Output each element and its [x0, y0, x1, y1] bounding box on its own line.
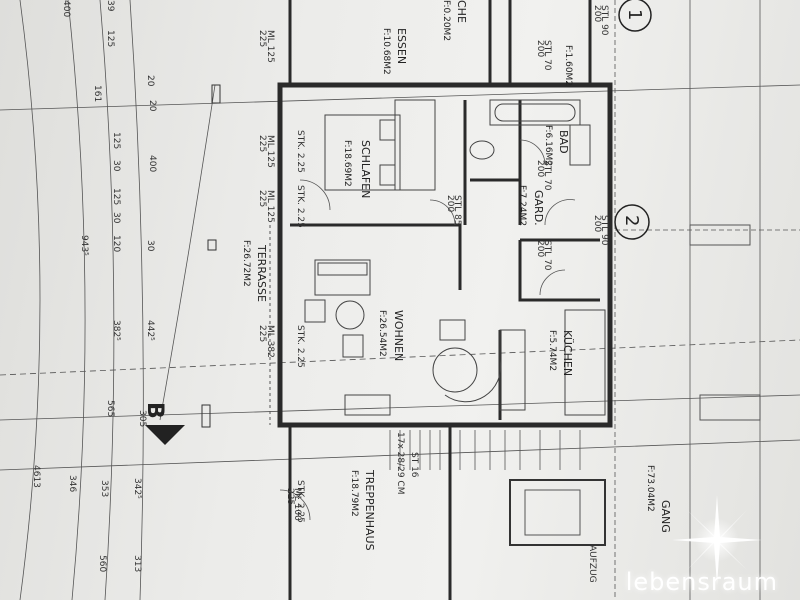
svg-text:30: 30: [111, 212, 121, 224]
svg-text:39: 39: [105, 0, 115, 12]
stair-pedal: ST 16: [409, 452, 419, 478]
sparkle-icon: [672, 495, 762, 585]
elevator: AUFZUG: [509, 479, 606, 583]
svg-text:2: 2: [621, 215, 642, 226]
room-gard-name: GARD.: [532, 190, 545, 226]
room-che-area: F:0.20M2: [441, 0, 451, 41]
svg-text:STK. 2.25: STK. 2.25: [295, 480, 305, 523]
staircase: [389, 430, 581, 470]
svg-text:30: 30: [111, 160, 121, 172]
room-wohnen-name: WOHNEN: [392, 310, 405, 361]
svg-text:ML 100: ML 100: [292, 488, 302, 521]
svg-text:ML 125: ML 125: [265, 30, 275, 63]
svg-text:225: 225: [257, 190, 267, 207]
svg-text:560: 560: [97, 555, 107, 572]
svg-text:342⁵: 342⁵: [132, 478, 142, 499]
svg-text:20: 20: [145, 75, 155, 87]
unit-marker-1: 1: [618, 0, 652, 32]
svg-text:225: 225: [285, 488, 295, 505]
svg-text:313: 313: [132, 555, 142, 572]
room-terrasse-name: TERRASSE: [255, 244, 268, 302]
svg-text:125: 125: [111, 132, 121, 149]
svg-text:200: 200: [535, 160, 545, 177]
svg-text:442⁵: 442⁵: [145, 320, 155, 341]
room-essen-name: ESSEN: [395, 28, 408, 64]
terrace: [159, 84, 271, 428]
svg-text:ML 382: ML 382: [265, 325, 275, 358]
svg-text:200: 200: [445, 195, 455, 212]
svg-text:STL 85: STL 85: [452, 195, 462, 226]
room-terrasse-area: F:26.72M2: [241, 240, 251, 287]
living-furniture: [304, 299, 606, 416]
svg-text:30: 30: [145, 240, 155, 252]
svg-text:200: 200: [592, 215, 602, 232]
room-schlafen-name: SCHLAFEN: [359, 140, 372, 198]
svg-text:200: 200: [535, 40, 545, 57]
svg-text:1: 1: [624, 9, 645, 20]
room-treppenhaus-name: TREPPENHAUS: [363, 469, 376, 551]
svg-text:STK. 2.25: STK. 2.25: [295, 185, 305, 228]
stair-steps: 17x 28/29 CM: [395, 432, 405, 495]
svg-text:120: 120: [111, 235, 121, 252]
room-gard-area: F:7.24M2: [517, 185, 527, 226]
svg-text:STL 70: STL 70: [542, 40, 552, 71]
svg-text:943⁵: 943⁵: [79, 235, 89, 256]
room-wohnen-area: F:26.54M2: [377, 310, 387, 357]
svg-text:400: 400: [147, 155, 157, 172]
svg-text:565: 565: [105, 400, 115, 417]
outer-walls: [277, 0, 613, 428]
window-tags: ML 125 225 ML 125 225 ML 125 225 ML 382 …: [257, 5, 609, 523]
svg-text:125: 125: [105, 30, 115, 47]
svg-text:382⁵: 382⁵: [111, 320, 121, 341]
room-gang-area: F:73.04M2: [645, 465, 655, 512]
brand-logo: lebensraum: [625, 568, 778, 596]
room-bad-name: BAD: [557, 130, 570, 154]
bed: [324, 99, 436, 191]
svg-text:STL 70: STL 70: [542, 160, 552, 191]
svg-text:ML 125: ML 125: [265, 190, 275, 223]
svg-text:STK. 2.25: STK. 2.25: [295, 130, 305, 173]
room-kuchen-area: F:5.74M2: [547, 330, 557, 371]
svg-text:225: 225: [257, 325, 267, 342]
dimension-texts: 400 125 161 125 125 120 382⁵ 565 560 39 …: [31, 0, 157, 572]
svg-text:B: B: [142, 402, 167, 419]
svg-text:STL 70: STL 70: [542, 240, 552, 271]
svg-text:161: 161: [92, 85, 102, 102]
bathtub: [469, 99, 591, 166]
room-che-name: CHE: [455, 0, 468, 23]
svg-text:200: 200: [535, 240, 545, 257]
svg-text:4613: 4613: [31, 465, 41, 488]
lift-label: AUFZUG: [587, 545, 597, 583]
svg-text:ML 125: ML 125: [265, 135, 275, 168]
svg-text:225: 225: [257, 30, 267, 47]
corridor-windows: [689, 224, 761, 421]
svg-text:STL 90: STL 90: [599, 215, 609, 246]
room-gang-name: GANG: [659, 500, 672, 533]
room-kuchen-name: KÜCHEN: [561, 330, 574, 376]
sofa: [314, 259, 371, 296]
svg-text:STK. 2.25: STK. 2.25: [295, 325, 305, 368]
svg-text:STL 90: STL 90: [599, 5, 609, 36]
svg-text:200: 200: [592, 5, 602, 22]
svg-text:353: 353: [99, 480, 109, 497]
room-wc-area: F:1.60M2: [563, 45, 573, 86]
svg-text:400: 400: [61, 0, 71, 17]
svg-text:125: 125: [111, 188, 121, 205]
room-essen-area: F:10.68M2: [381, 28, 391, 75]
room-bad-area: F:6.16M2: [543, 125, 553, 166]
svg-text:305: 305: [137, 410, 147, 427]
room-treppenhaus-area: F:18.79M2: [349, 470, 359, 517]
section-marker: B: [142, 402, 185, 445]
room-schlafen-area: F:18.69M2: [342, 140, 352, 187]
svg-text:346: 346: [67, 475, 77, 492]
svg-text:20: 20: [147, 100, 157, 112]
doors: [279, 139, 576, 521]
svg-text:225: 225: [257, 135, 267, 152]
unit-marker-2: 2: [614, 204, 650, 240]
